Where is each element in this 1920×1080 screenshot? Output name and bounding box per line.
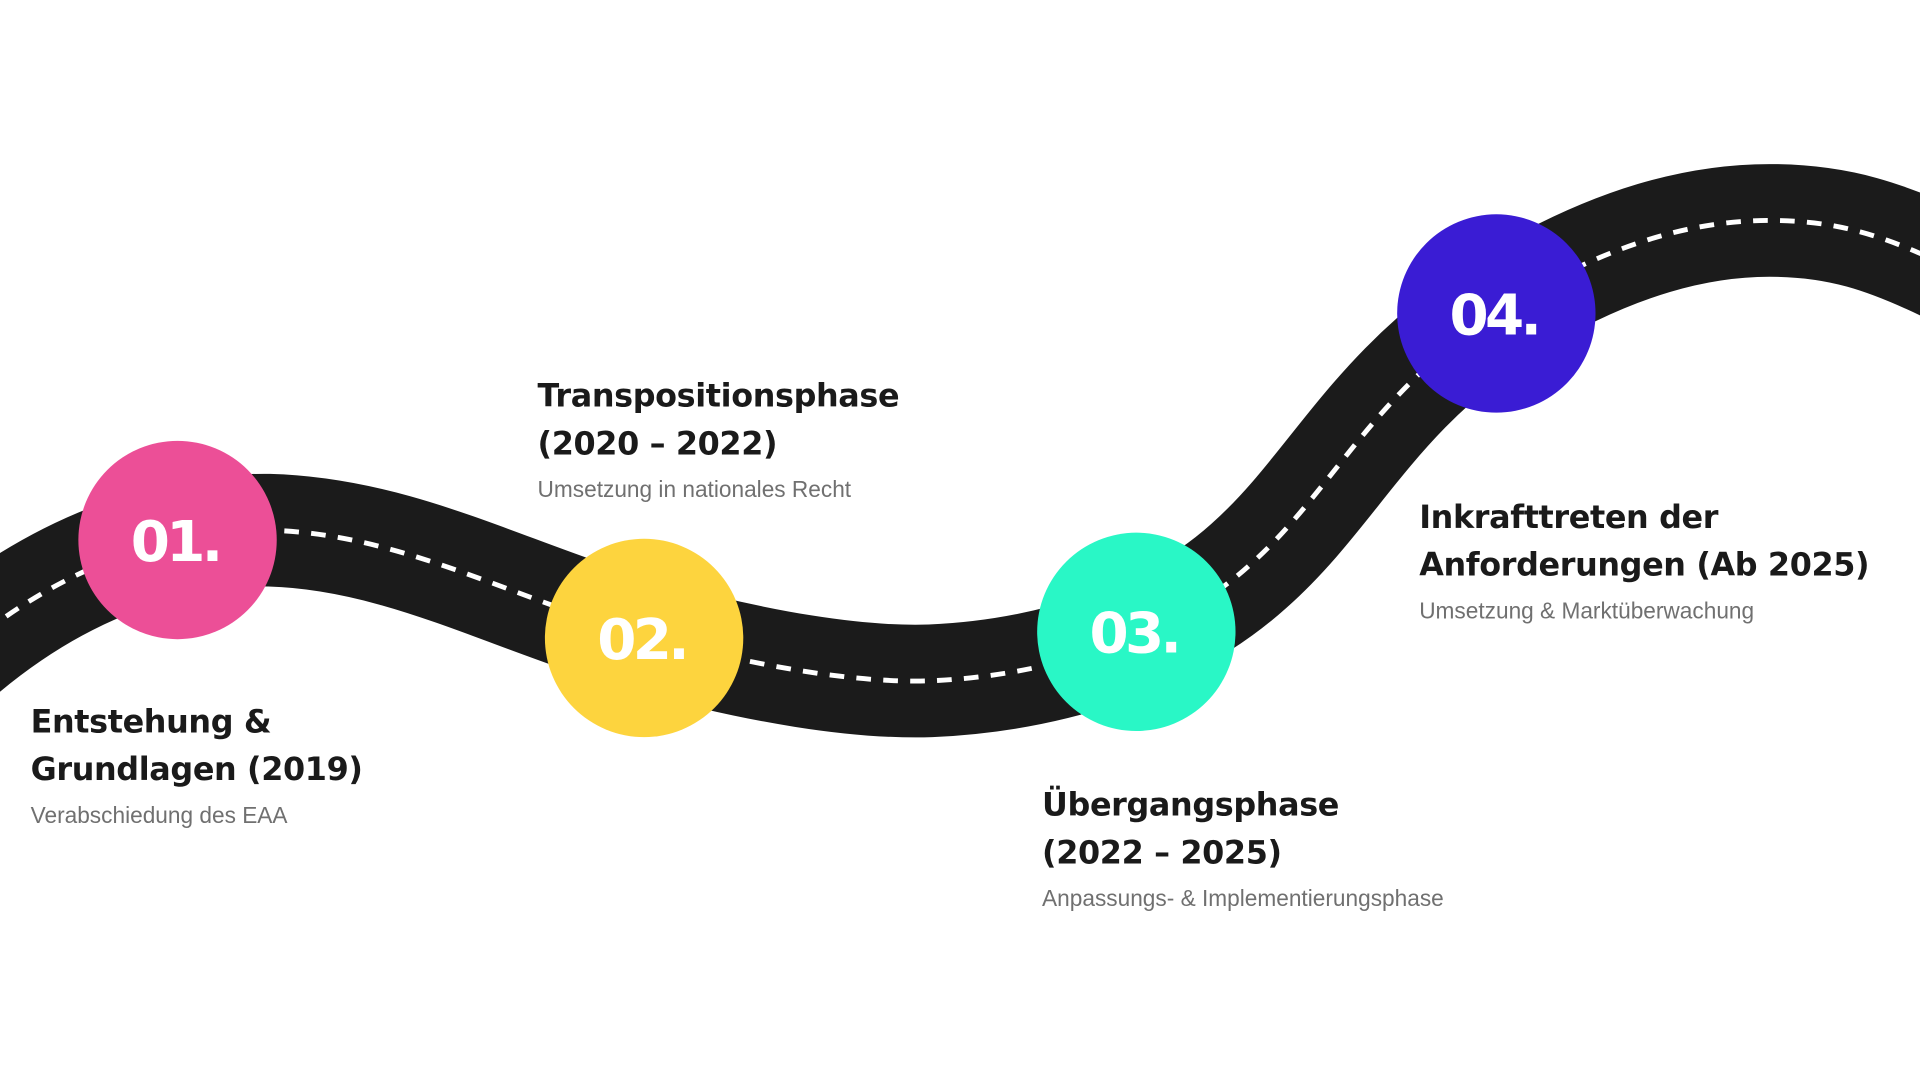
milestone-text-4: Inkrafttreten der Anforderungen (Ab 2025…	[1419, 495, 1869, 625]
milestone-title-line2: (2022 – 2025)	[1042, 835, 1282, 872]
milestone-title-line2: (2020 – 2022)	[537, 426, 778, 463]
milestone-subtitle: Anpassungs- & Implementierungsphase	[1042, 885, 1444, 912]
milestone-text-3: Übergangsphase (2022 – 2025) Anpassungs-…	[1042, 782, 1444, 912]
milestone-text-2: Transpositionsphase (2020 – 2022) Umsetz…	[538, 373, 900, 503]
milestone-marker-3: 03.	[1037, 532, 1236, 732]
milestone-number-2: 02.	[597, 608, 686, 673]
milestone-subtitle: Umsetzung & Marktüberwachung	[1419, 597, 1755, 624]
milestone-title-line1: Übergangsphase	[1042, 787, 1340, 825]
milestone-number-3: 03.	[1090, 602, 1179, 667]
milestone-text-1: Entstehung & Grundlagen (2019) Verabschi…	[31, 699, 363, 829]
milestone-title-line2: Grundlagen (2019)	[30, 751, 363, 789]
milestone-marker-1: 01.	[78, 440, 277, 640]
milestone-title-line2: Anforderungen (Ab 2025)	[1419, 547, 1870, 585]
milestone-marker-4: 04.	[1397, 214, 1596, 413]
milestone-title-line1: Transpositionsphase	[537, 378, 900, 416]
milestone-number-4: 04.	[1450, 283, 1539, 348]
milestone-subtitle: Umsetzung in nationales Recht	[537, 476, 852, 503]
milestone-marker-2: 02.	[544, 538, 744, 738]
milestone-number-1: 01.	[131, 510, 220, 575]
milestone-subtitle: Verabschiedung des EAA	[30, 802, 288, 828]
milestone-title-line1: Inkrafttreten der	[1419, 499, 1719, 537]
milestone-title-line1: Entstehung &	[30, 704, 272, 741]
